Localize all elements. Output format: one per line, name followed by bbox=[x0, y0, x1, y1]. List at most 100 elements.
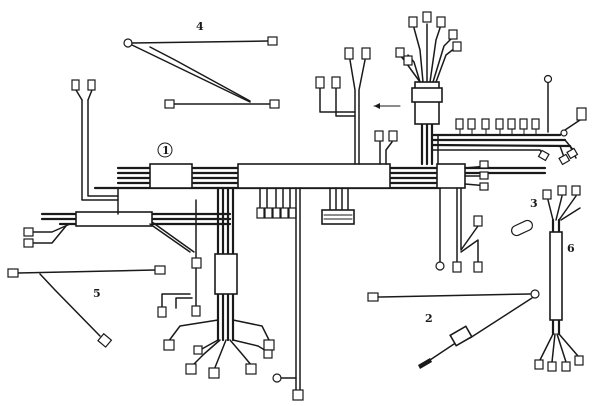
connector bbox=[452, 261, 462, 273]
right-sleeve bbox=[436, 163, 466, 189]
connector bbox=[388, 130, 398, 142]
connector bbox=[537, 149, 550, 162]
connector bbox=[473, 215, 483, 227]
connector bbox=[193, 345, 203, 355]
connector bbox=[157, 306, 167, 318]
connector bbox=[245, 363, 257, 375]
connector bbox=[256, 207, 265, 219]
wire bbox=[87, 99, 119, 197]
arrow-head bbox=[374, 103, 380, 109]
connector bbox=[97, 332, 113, 348]
wire bbox=[75, 89, 83, 101]
wire bbox=[377, 293, 531, 298]
wire bbox=[191, 339, 221, 367]
connector bbox=[344, 47, 354, 60]
connector bbox=[576, 107, 587, 121]
connector bbox=[331, 76, 341, 89]
grommet bbox=[411, 87, 443, 103]
ring-terminal bbox=[435, 261, 445, 271]
connector bbox=[561, 361, 571, 372]
wire bbox=[435, 47, 456, 83]
connector bbox=[87, 79, 96, 91]
connector bbox=[361, 47, 371, 60]
wire bbox=[385, 141, 393, 165]
harness-2: 2 bbox=[367, 289, 540, 369]
wire bbox=[29, 225, 67, 244]
wire bbox=[558, 195, 577, 221]
wire bbox=[131, 40, 269, 44]
connector bbox=[571, 185, 581, 196]
wire bbox=[199, 339, 219, 351]
wire bbox=[167, 319, 219, 343]
connector bbox=[7, 268, 19, 278]
connector bbox=[263, 339, 275, 351]
harness-4: 4 bbox=[123, 20, 280, 109]
junction-block bbox=[237, 163, 391, 189]
inline-fuse bbox=[449, 325, 473, 347]
wire bbox=[213, 339, 227, 371]
wire bbox=[555, 195, 563, 221]
wire bbox=[432, 37, 453, 83]
connector bbox=[263, 349, 273, 359]
connector bbox=[479, 182, 489, 191]
wire bbox=[151, 221, 195, 253]
wire bbox=[460, 187, 479, 251]
connector bbox=[479, 160, 489, 169]
connector bbox=[422, 11, 432, 23]
wire bbox=[161, 293, 191, 309]
ring-terminal bbox=[123, 38, 133, 48]
connector bbox=[23, 238, 34, 248]
label-1: 1 bbox=[162, 144, 170, 157]
wire bbox=[429, 343, 455, 361]
label-5: 5 bbox=[93, 287, 101, 300]
wire bbox=[469, 297, 533, 339]
wire bbox=[149, 223, 191, 253]
sleeve-6 bbox=[549, 231, 563, 321]
label-6: 6 bbox=[567, 242, 575, 255]
lower-sleeve bbox=[214, 253, 238, 295]
wire bbox=[430, 143, 572, 148]
wire bbox=[558, 333, 579, 357]
wire bbox=[39, 273, 101, 337]
wire bbox=[17, 269, 156, 274]
wire bbox=[81, 99, 119, 201]
connector bbox=[542, 189, 552, 200]
wire bbox=[539, 333, 554, 361]
connector bbox=[403, 55, 413, 66]
connector bbox=[71, 79, 80, 91]
ring-terminal bbox=[543, 74, 553, 84]
connector bbox=[164, 99, 175, 109]
main-harness: 1 bbox=[23, 11, 587, 401]
wire bbox=[259, 187, 291, 213]
sleeve-1 bbox=[149, 163, 193, 189]
ring-terminal bbox=[530, 289, 540, 299]
connector bbox=[473, 261, 483, 273]
wire bbox=[547, 199, 554, 221]
wire bbox=[349, 59, 356, 165]
wire bbox=[87, 89, 93, 101]
wire bbox=[413, 27, 424, 83]
harness-5: 5 bbox=[7, 265, 166, 348]
connector bbox=[23, 227, 34, 237]
wire bbox=[175, 297, 193, 309]
connector bbox=[557, 185, 567, 196]
wire bbox=[335, 87, 356, 117]
harness-6: 6 bbox=[534, 185, 584, 372]
wire bbox=[431, 149, 546, 159]
connector bbox=[374, 130, 384, 142]
connector bbox=[574, 355, 584, 366]
connector bbox=[479, 171, 489, 180]
connector bbox=[315, 76, 325, 89]
connector bbox=[269, 99, 280, 109]
item-3: 3 bbox=[510, 197, 538, 237]
wire bbox=[131, 44, 251, 103]
connector bbox=[558, 153, 571, 166]
label-2: 2 bbox=[425, 312, 433, 325]
connector bbox=[264, 207, 273, 219]
lamp-bulb bbox=[510, 219, 534, 237]
wire bbox=[229, 339, 253, 367]
wire bbox=[560, 207, 581, 221]
connector bbox=[267, 36, 278, 46]
